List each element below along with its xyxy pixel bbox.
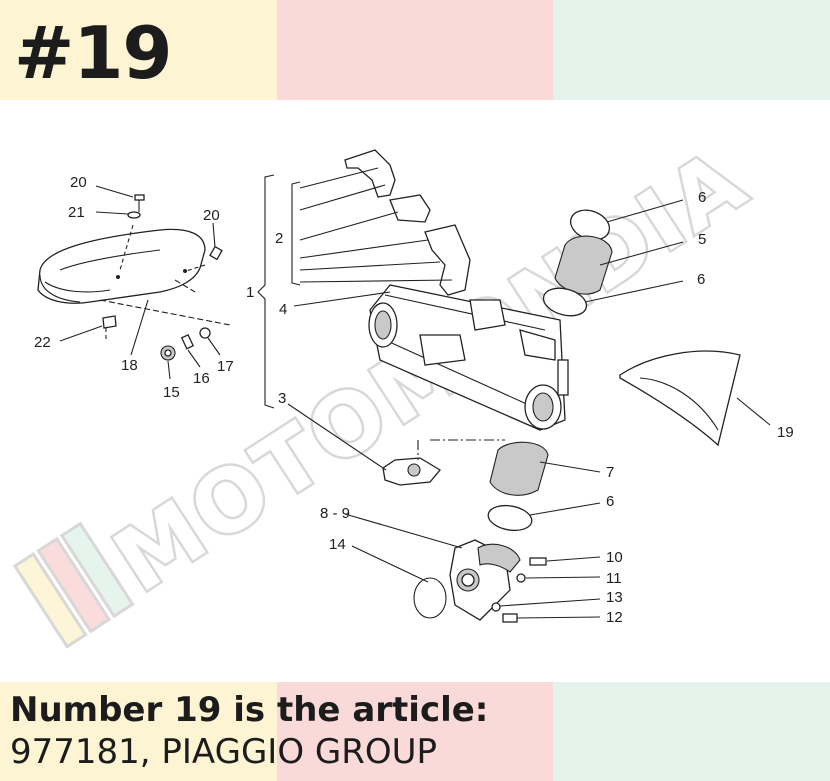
callout-10: 10 [606,549,623,566]
callout-16: 16 [193,370,210,387]
callout-13: 13 [606,589,623,606]
callout-19: 19 [777,424,794,441]
callout-6c: 6 [606,493,614,510]
article-caption-title: Number 19 is the article: [10,690,489,730]
throttle-body-group [257,149,569,486]
part-number-badge: #19 [14,11,173,95]
callout-5: 5 [698,231,706,248]
article-caption-code: 977181, PIAGGIO GROUP [10,732,438,772]
callout-12: 12 [606,609,623,626]
header-band-mint [553,0,830,100]
callout-1: 1 [246,284,254,301]
side-cover-group [37,194,231,361]
header-band-yellow [0,0,277,100]
leader-lines [59,167,771,619]
callout-20a: 20 [70,174,87,191]
callout-6a: 6 [698,189,706,206]
intake-sleeves-group [413,209,741,623]
callout-3: 3 [278,390,286,407]
callout-14: 14 [329,536,346,553]
footer-band-yellow [0,682,277,781]
callout-7: 7 [606,464,614,481]
callout-17: 17 [217,358,234,375]
callout-2: 2 [275,230,283,247]
callout-15: 15 [163,384,180,401]
callout-22: 22 [34,334,51,351]
callout-8-9: 8 - 9 [320,505,350,522]
callout-6b: 6 [697,271,705,288]
callout-20b: 20 [203,207,220,224]
footer-band-pink [277,682,553,781]
callout-21: 21 [68,204,85,221]
footer-band-mint [553,682,830,781]
callout-11: 11 [606,570,622,587]
exploded-parts-diagram: MOTOMONDIA [12,127,794,649]
header-band-pink [277,0,553,100]
callout-4: 4 [279,301,287,318]
callout-18: 18 [121,357,138,374]
callout-labels: 20 21 20 22 18 15 16 17 1 2 4 3 6 5 6 19… [34,174,794,626]
